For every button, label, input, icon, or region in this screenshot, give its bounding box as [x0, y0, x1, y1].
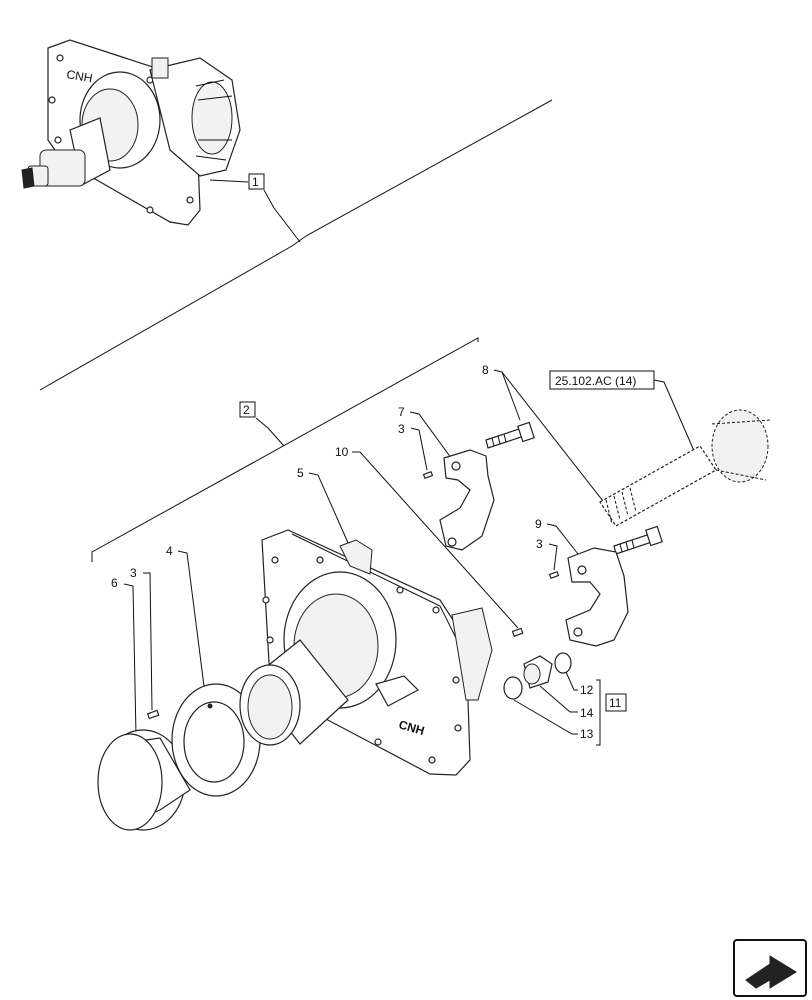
callout-3-left: 3 [130, 566, 137, 580]
sleeve-6-drawing [97, 729, 191, 831]
reference-shaft-drawing [599, 409, 771, 527]
housing-5-logo: CNH [397, 717, 426, 738]
assembly-1-drawing: CNH [21, 39, 241, 226]
next-page-arrow-icon[interactable] [733, 939, 807, 997]
callout-2-box [239, 401, 256, 418]
housing-5-drawing: CNH [239, 529, 493, 776]
callout-8: 8 [482, 363, 489, 377]
screw-8-upper [485, 421, 535, 449]
pin-3-left [146, 709, 160, 720]
callout-11-box [605, 693, 627, 712]
callout-10: 10 [335, 445, 349, 459]
callout-3-mid: 3 [398, 422, 405, 436]
callout-14: 14 [580, 706, 594, 720]
callout-6: 6 [111, 576, 118, 590]
callout-12: 12 [580, 683, 594, 697]
group-bracket-2 [91, 337, 479, 562]
screw-8-lower [613, 525, 663, 555]
half-bearing-7-drawing [439, 449, 495, 551]
callout-11: 11 [609, 696, 622, 710]
snap-ring-13 [503, 676, 523, 700]
oring-12 [554, 652, 572, 674]
pin-10 [511, 627, 524, 637]
pin-3-mid [422, 470, 434, 480]
callout-4: 4 [166, 544, 173, 558]
half-bearing-9-drawing [565, 547, 629, 647]
callout-5: 5 [297, 466, 304, 480]
callout-13: 13 [580, 727, 594, 741]
callout-9: 9 [535, 517, 542, 531]
callout-3-right: 3 [536, 537, 543, 551]
fitting-14 [523, 655, 553, 689]
shim-ring-4-drawing [171, 683, 261, 797]
section-divider-upper [39, 99, 553, 391]
callout-7: 7 [398, 405, 405, 419]
group-bracket-11 [596, 679, 601, 746]
pin-3-right [548, 570, 560, 580]
assembly-1-logo: CNH [65, 67, 93, 85]
callout-2: 2 [243, 403, 250, 417]
reference-label: 25.102.AC (14) [555, 374, 636, 388]
callout-1-box [248, 173, 265, 190]
callout-1: 1 [252, 175, 259, 189]
